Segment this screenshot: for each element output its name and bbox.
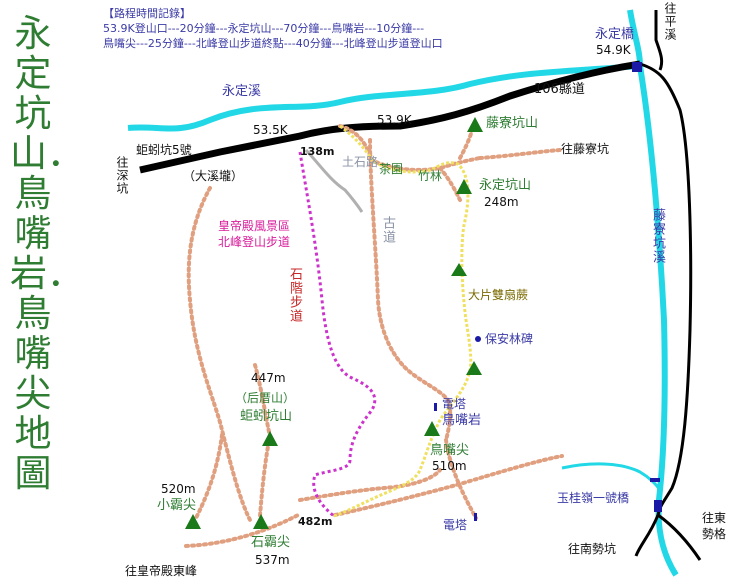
- yongding-bridge-marker: [632, 62, 642, 72]
- label-to-nanshi: 往南勢坑: [568, 542, 617, 556]
- label-elev482: 482m: [298, 515, 333, 528]
- label-elev510: 510m: [432, 459, 467, 473]
- label-tengliao-creek: 藤寮坑溪: [650, 208, 665, 264]
- label-old-trail: 古道: [380, 216, 395, 244]
- label-to-dongshi: 往東勢格: [702, 511, 727, 541]
- label-to-shenkeng: 往深坑: [115, 156, 129, 195]
- label-km549: 54.9K: [596, 43, 631, 57]
- stone-steps-trail: [298, 151, 377, 518]
- dotted-trails: [184, 122, 564, 548]
- east-road: [639, 62, 693, 516]
- power-tower-icon: [434, 403, 437, 411]
- label-daxilong: （大溪壠）: [183, 169, 244, 183]
- label-bamboo: 竹林: [418, 169, 443, 183]
- pingxi-road: [654, 10, 664, 71]
- peak-triangle-icon: [451, 263, 467, 276]
- peak-triangle-icon: [262, 431, 278, 446]
- peak-triangle-icon: [424, 421, 440, 436]
- label-elev520: 520m: [161, 482, 196, 496]
- yellow-route: [333, 124, 473, 518]
- tengliao-creek-river: [637, 65, 679, 577]
- label-xiaoba: 小霸尖: [157, 498, 197, 513]
- label-to-pingxi: 往平溪: [663, 2, 677, 41]
- label-bridge-no5: 蚷蚓坑5號: [136, 143, 192, 157]
- peak-triangle-icon: [467, 117, 483, 132]
- label-county-road: 106縣道: [534, 82, 585, 97]
- label-elev537: 537m: [255, 553, 290, 567]
- label-to-tengliao: 往藤寮坑: [561, 142, 610, 156]
- yongding-creek-river: [127, 63, 641, 132]
- peak-triangle-icon: [456, 179, 472, 194]
- label-bird-rock: 鳥嘴岩: [442, 413, 482, 428]
- label-earth-road: 土石路: [342, 155, 379, 169]
- label-fan-fern: 大片雙扇蕨: [468, 288, 529, 302]
- legend-line-1: 53.9K登山口---20分鐘---永定坑山---70分鐘---鳥嘴岩---10…: [103, 22, 425, 35]
- label-yongding-creek: 永定溪: [222, 84, 262, 99]
- small-stream: [561, 462, 662, 491]
- label-houcuo: （后厝山）: [235, 391, 296, 405]
- label-forest-tablet: 保安林碑: [485, 332, 534, 346]
- small-bridge-marker: [650, 478, 660, 482]
- label-elev138: 138m: [300, 145, 335, 158]
- label-qiuyin-peak: 蚷蚓坑山: [240, 409, 293, 424]
- south-road: [634, 514, 660, 557]
- label-tower1: 電塔: [442, 397, 467, 411]
- label-km535: 53.5K: [253, 123, 288, 137]
- dongshi-road: [657, 513, 702, 561]
- label-yongding-bridge: 永定橋: [595, 27, 635, 42]
- label-bird-peak: 鳥嘴尖: [430, 443, 470, 458]
- power-tower-icon: [474, 513, 477, 521]
- label-yuguiling-bridge: 玉桂嶺一號橋: [557, 491, 630, 505]
- dirt-road: [304, 148, 364, 213]
- label-elev248: 248m: [484, 195, 519, 209]
- map-title: 永定坑山．鳥嘴岩．鳥嘴尖地圖: [10, 12, 84, 495]
- label-stone-steps: 石階步道: [287, 267, 302, 323]
- tablet-marker-icon: [475, 336, 481, 342]
- legend-heading: 【路程時間記錄】: [103, 7, 191, 20]
- label-elev447: 447m: [251, 371, 286, 385]
- label-tea-garden: 茶園: [379, 162, 404, 176]
- label-tower2: 電塔: [443, 518, 468, 532]
- label-tengliao-peak: 藤寮坑山: [486, 116, 539, 131]
- label-scenic-line1: 皇帝殿風景區: [218, 219, 291, 233]
- label-yongding-peak: 永定坑山: [479, 178, 532, 193]
- label-km539: 53.9K: [377, 113, 412, 127]
- label-scenic-line2: 北峰登山步道: [218, 235, 291, 249]
- legend-line-2: 鳥嘴尖---25分鐘---北峰登山步道終點---40分鐘---北峰登山步道登山口: [103, 37, 443, 50]
- label-shiba: 石霸尖: [251, 535, 291, 550]
- yuguiling-bridge-marker: [654, 500, 662, 512]
- county-road-106: [139, 60, 641, 174]
- label-to-emperor: 往皇帝殿東峰: [125, 564, 198, 578]
- peaks: [185, 117, 483, 529]
- peak-triangle-icon: [253, 514, 269, 529]
- route-time-legend: 【路程時間記錄】 53.9K登山口---20分鐘---永定坑山---70分鐘--…: [103, 6, 443, 51]
- peak-triangle-icon: [466, 361, 482, 375]
- peak-triangle-icon: [185, 514, 201, 529]
